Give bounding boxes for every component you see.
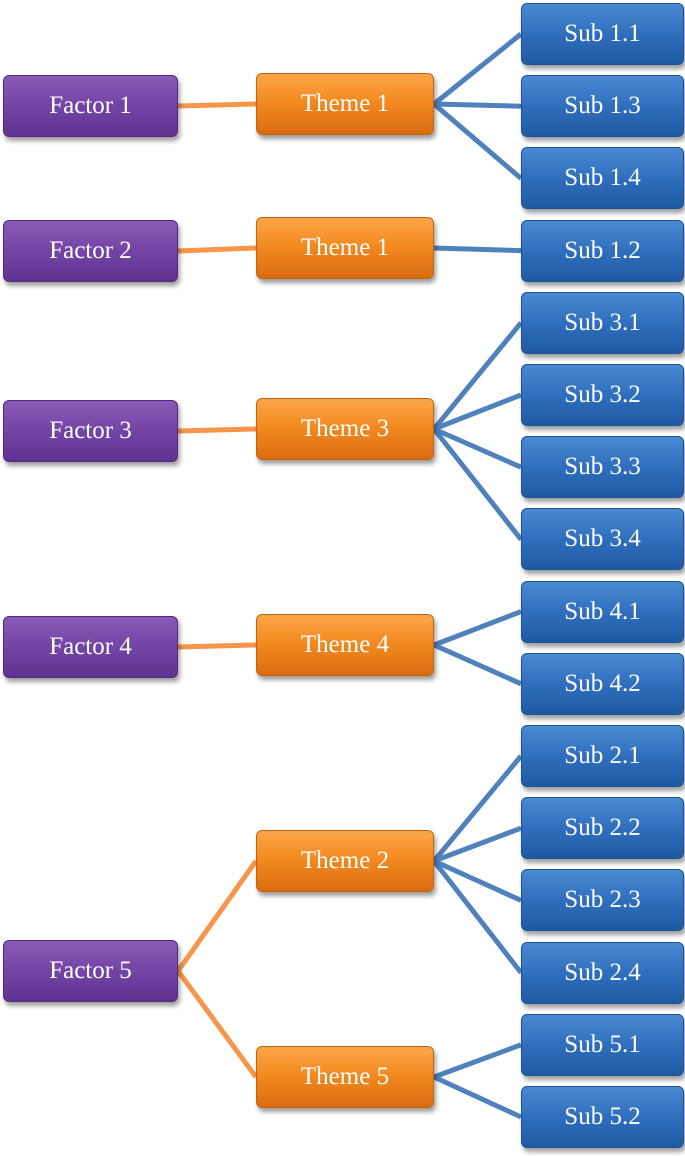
theme-sub-connector (433, 245, 522, 254)
theme-box: Theme 1 (256, 73, 434, 135)
factor-box: Factor 2 (3, 220, 178, 282)
theme-sub-connector (433, 1042, 522, 1080)
theme-sub-connector (432, 859, 523, 975)
theme-sub-connector (432, 427, 523, 541)
sub-box: Sub 5.2 (521, 1086, 684, 1148)
sub-box: Sub 5.1 (521, 1013, 684, 1076)
factor-box: Factor 3 (3, 400, 178, 462)
sub-box: Sub 2.1 (521, 725, 684, 787)
theme-sub-connector (432, 642, 523, 687)
sub-box: Sub 1.3 (521, 75, 684, 138)
theme-sub-connector (433, 825, 522, 864)
sub-box: Sub 1.4 (521, 147, 684, 210)
sub-box: Sub 4.1 (521, 580, 684, 643)
factor-theme-connector (177, 426, 257, 434)
theme-sub-connector (432, 102, 523, 181)
sub-box: Sub 3.3 (521, 436, 684, 499)
factor-theme-connector (177, 101, 257, 109)
factor-box: Factor 5 (3, 940, 178, 1002)
factor-theme-connector (177, 642, 257, 650)
theme-sub-connector (433, 392, 522, 432)
theme-sub-connector (432, 858, 523, 903)
factor-theme-connector (175, 859, 259, 973)
sub-box: Sub 1.1 (521, 3, 684, 65)
theme-sub-connector (432, 426, 523, 470)
theme-sub-connector (432, 321, 523, 431)
sub-box: Sub 2.2 (521, 797, 684, 860)
sub-box: Sub 2.4 (521, 941, 684, 1004)
theme-sub-connector (432, 1074, 523, 1120)
theme-sub-connector (433, 101, 522, 109)
factor-theme-connector (175, 969, 259, 1079)
factor-theme-connector (177, 245, 257, 254)
theme-box: Theme 1 (256, 217, 434, 279)
factor-box: Factor 1 (3, 75, 178, 137)
sub-box: Sub 4.2 (521, 652, 684, 715)
theme-box: Theme 2 (256, 830, 434, 892)
sub-box: Sub 3.2 (521, 364, 684, 426)
theme-box: Theme 5 (256, 1046, 434, 1108)
sub-box: Sub 2.3 (521, 869, 684, 932)
theme-sub-connector (433, 609, 522, 648)
theme-box: Theme 4 (256, 614, 434, 676)
sub-box: Sub 1.2 (521, 219, 684, 282)
theme-box: Theme 3 (256, 398, 434, 460)
factor-box: Factor 4 (3, 616, 178, 678)
sub-box: Sub 3.4 (521, 508, 684, 571)
sub-box: Sub 3.1 (521, 291, 684, 354)
theme-sub-connector (432, 32, 523, 106)
theme-sub-connector (432, 754, 523, 863)
